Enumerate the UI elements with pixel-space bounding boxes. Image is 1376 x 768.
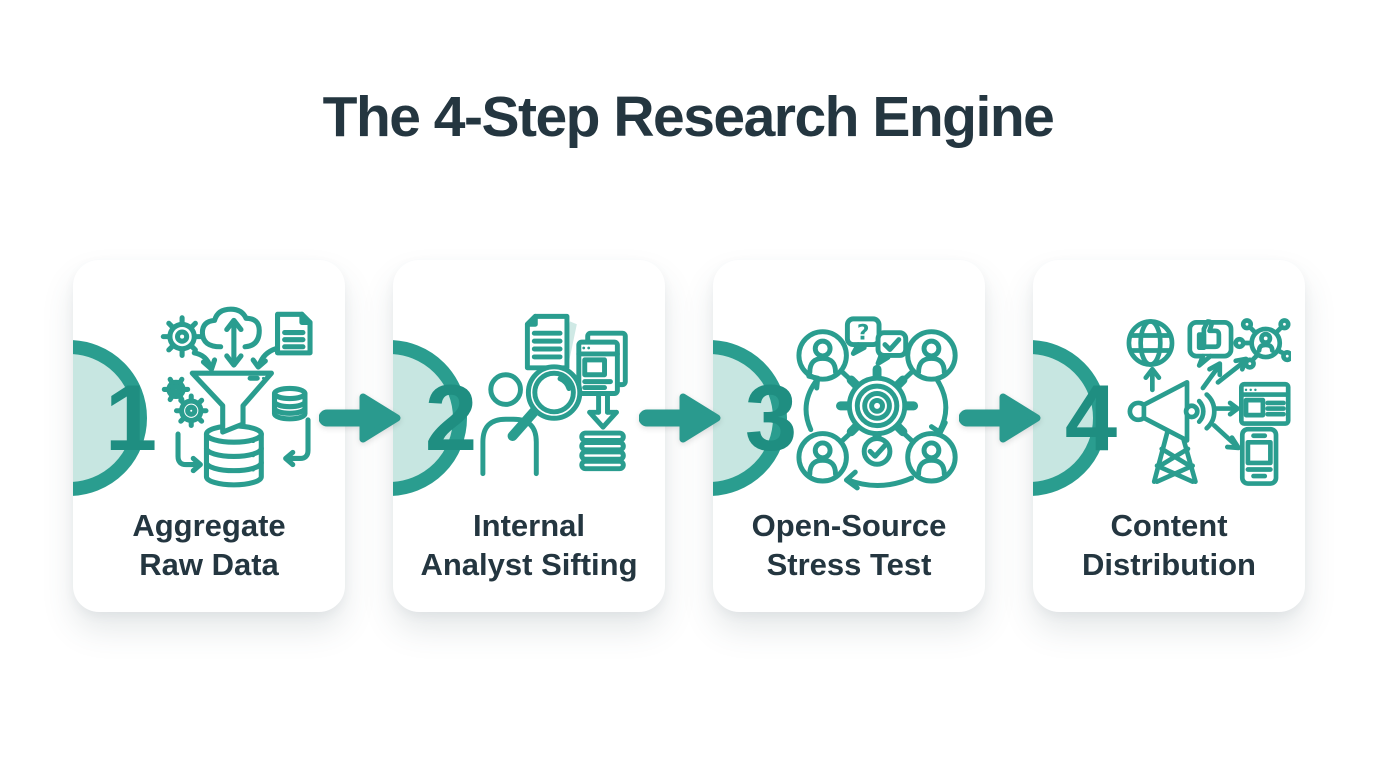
question-bubble-icon: ? xyxy=(844,316,882,356)
step-card-aggregate-raw-data: 1 xyxy=(73,260,345,612)
funnel-icon xyxy=(189,370,274,435)
megaphone-tower-icon xyxy=(1127,380,1217,484)
step-1-label: Aggregate Raw Data xyxy=(132,508,286,582)
gear-icon xyxy=(160,315,204,358)
step-card-open-source-stress-test: 3 xyxy=(713,260,985,612)
smartphone-icon xyxy=(1239,426,1279,486)
small-database-icon xyxy=(271,385,308,422)
user-avatar-icon xyxy=(796,329,849,382)
thumbs-up-bubble-icon xyxy=(1187,319,1234,368)
step-card-internal-analyst-sifting: 2 xyxy=(393,260,665,612)
browser-stack-icon xyxy=(576,330,628,396)
step-2-label: Internal Analyst Sifting xyxy=(420,508,638,582)
share-network-icon xyxy=(1233,318,1294,370)
step-3-label: Open-Source Stress Test xyxy=(751,508,947,582)
flow-arrow-2-to-3 xyxy=(639,393,721,443)
flow-arrow-3-to-4 xyxy=(959,393,1041,443)
magnifier-icon xyxy=(507,364,583,441)
check-circle-icon xyxy=(861,436,893,467)
analyst-person-icon xyxy=(480,372,539,477)
cloud-icon xyxy=(199,306,262,350)
step-4-number: 4 xyxy=(1064,365,1118,470)
small-gear-icon xyxy=(161,376,191,403)
user-avatar-icon xyxy=(796,431,849,484)
check-bubble-icon xyxy=(875,330,909,366)
step-3-number: 3 xyxy=(744,365,798,470)
step-1-number: 1 xyxy=(104,365,158,470)
distribution-arrows xyxy=(1143,356,1249,451)
document-icon xyxy=(524,313,570,371)
browser-window-icon xyxy=(1239,381,1291,426)
svg-text:?: ? xyxy=(857,321,870,346)
content-distribution-icon xyxy=(1126,318,1294,486)
open-source-stress-test-icon: ? xyxy=(796,316,958,491)
step-4-label: Content Distribution xyxy=(1082,508,1256,582)
step-card-content-distribution: 4 xyxy=(1033,260,1305,612)
analyst-sifting-icon xyxy=(480,313,628,477)
user-avatar-icon xyxy=(905,431,958,484)
user-avatar-icon xyxy=(905,329,958,382)
aggregate-raw-data-icon xyxy=(160,306,313,488)
globe-icon xyxy=(1126,319,1175,367)
gear-icon xyxy=(836,364,919,447)
sifted-stack-icon xyxy=(579,430,626,472)
small-gear-icon xyxy=(173,393,209,428)
updown-arrow-icon xyxy=(224,317,244,368)
page-title: The 4-Step Research Engine xyxy=(322,85,1055,149)
double-down-arrow-icon xyxy=(587,392,619,430)
document-icon xyxy=(275,311,313,356)
step-2-number: 2 xyxy=(424,365,478,470)
flow-arrow-1-to-2 xyxy=(319,393,401,443)
